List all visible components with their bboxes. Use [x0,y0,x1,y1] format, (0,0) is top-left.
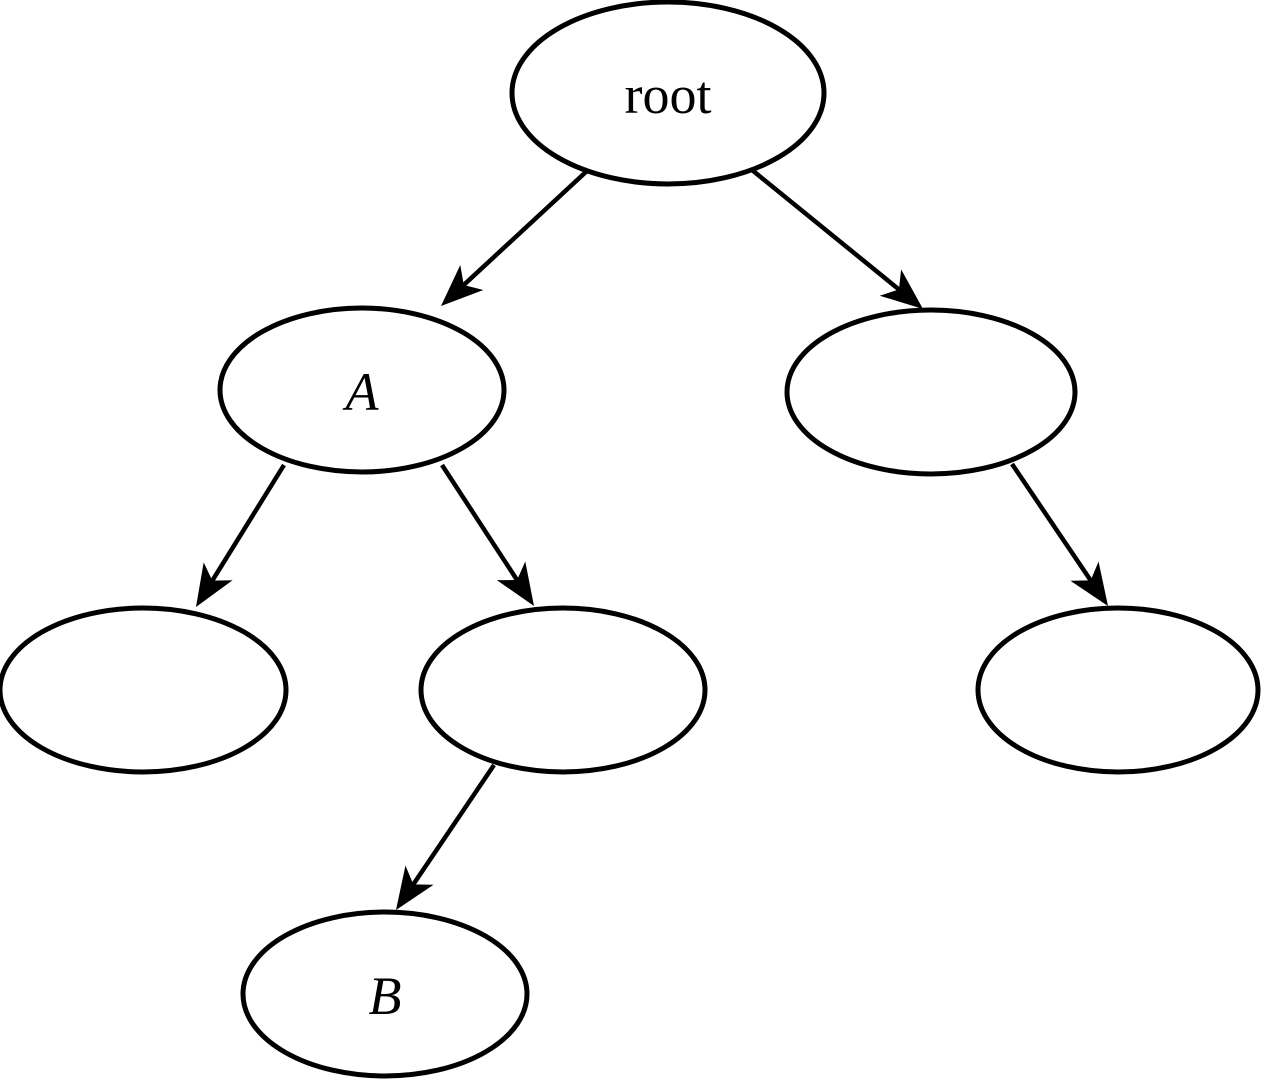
edge-line [440,463,521,583]
node-ellipse [509,0,827,187]
node-ellipse [217,305,507,475]
node-label-b: B [369,966,402,1026]
node-b[interactable]: B [240,909,530,1079]
arrowhead-icon [879,269,923,309]
node-ellipse [0,605,289,775]
arrowhead-icon [196,562,233,607]
edge-a-to-left-child[interactable] [196,463,286,607]
node-label-root: root [625,65,712,125]
node-label-a: A [343,362,380,422]
node-a[interactable]: A [217,305,507,475]
node-ellipse [784,307,1078,477]
node-a-right-child[interactable] [418,605,708,775]
edge-line [1010,462,1094,584]
node-ellipse [240,909,530,1079]
arrowhead-icon [496,561,534,606]
edge-root-to-right-child[interactable] [750,168,923,309]
edge-right-child-to-grandchild[interactable] [1010,462,1108,606]
edge-line [410,763,496,888]
edge-line [750,168,902,293]
node-a-left-child[interactable] [0,605,289,775]
node-right-grandchild[interactable] [975,605,1261,775]
edge-a-to-right-child[interactable] [440,463,534,606]
edges-layer [196,168,1108,910]
node-right-child[interactable] [784,307,1078,477]
node-ellipse [418,605,708,775]
arrowhead-icon [1070,561,1108,606]
node-ellipse [975,605,1261,775]
edge-line [460,168,590,288]
arrowhead-icon [396,865,434,910]
arrowhead-icon [441,264,484,306]
edge-mid-child-to-b[interactable] [396,763,496,910]
edge-line [209,463,286,584]
edge-root-to-a[interactable] [441,168,590,306]
node-root[interactable]: root [509,0,827,187]
